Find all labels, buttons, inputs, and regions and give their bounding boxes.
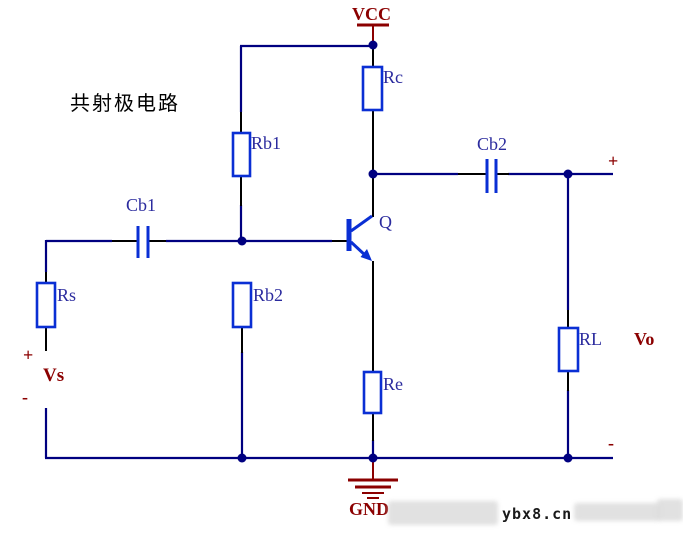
cb2-label: Cb2 <box>477 134 508 154</box>
rc-label: Rc <box>383 67 403 87</box>
vo-label: Vo <box>634 329 655 349</box>
capacitor-cb1 <box>136 226 150 258</box>
vs-label: Vs <box>43 365 65 386</box>
resistor-rs <box>35 281 57 329</box>
watermark-blur-mid <box>574 503 660 521</box>
watermark-text: ybx8.cn <box>502 505 573 523</box>
input-minus-sign: - <box>22 387 28 407</box>
input-plus-sign: + <box>23 345 34 365</box>
wire-layer <box>44 44 613 460</box>
resistor-rb2 <box>231 281 253 329</box>
output-plus-sign: + <box>608 151 619 171</box>
lead-layer <box>45 45 569 441</box>
rl-label: RL <box>579 329 603 349</box>
gnd-label: GND <box>349 499 389 519</box>
resistor-rb1 <box>231 131 252 178</box>
resistor-rl <box>557 326 580 373</box>
rs-label: Rs <box>57 285 77 305</box>
rb2-label: Rb2 <box>253 285 284 305</box>
vcc-label: VCC <box>352 4 391 24</box>
emitter-arrow <box>360 249 372 261</box>
rb1-label: Rb1 <box>251 133 282 153</box>
cb1-label: Cb1 <box>126 195 157 215</box>
gnd-symbol <box>348 459 398 499</box>
junction-nodes <box>237 40 573 463</box>
circuit-title: 共射极电路 <box>70 91 180 115</box>
transistor-q <box>346 214 373 261</box>
q-label: Q <box>379 212 392 232</box>
output-minus-sign: - <box>608 433 614 453</box>
watermark-blur-left <box>388 501 498 525</box>
watermark-blur-right <box>657 499 683 521</box>
resistor-rc <box>361 65 384 112</box>
re-label: Re <box>383 374 403 394</box>
resistor-re <box>362 370 383 415</box>
capacitor-cb2 <box>485 159 498 193</box>
